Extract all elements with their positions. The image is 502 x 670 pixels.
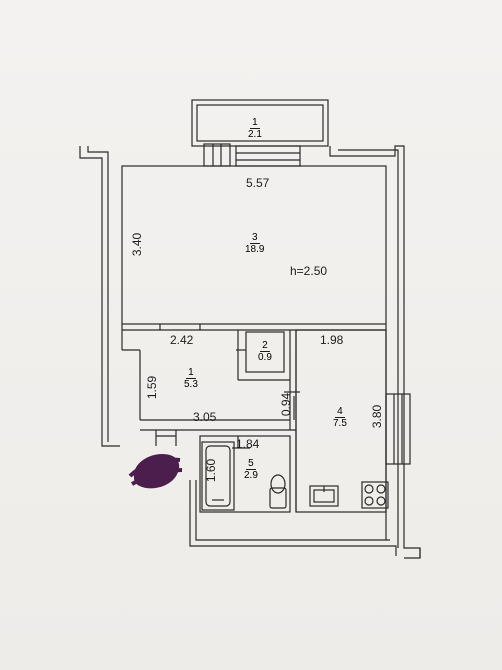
room-area: 2.9	[244, 470, 258, 481]
main-room-outline	[121, 165, 387, 325]
closet-outline	[245, 331, 285, 373]
room-area: 18.9	[245, 244, 265, 255]
bathtub-icon	[201, 441, 235, 511]
room-label-balcony: 1 2.1	[248, 117, 262, 140]
dim-bath-width: 1.84	[236, 437, 260, 451]
dim-hall-width: 2.42	[170, 333, 194, 347]
scribble-mark	[128, 454, 183, 489]
room-area: 0.9	[258, 352, 272, 363]
room-number: 1	[186, 367, 196, 379]
room-number: 1	[250, 117, 260, 129]
dim-main-height: 3.40	[130, 232, 145, 257]
room-area: 7.5	[333, 418, 347, 429]
dim-kitchen-height: 3.80	[370, 404, 385, 429]
stove-icon	[361, 481, 389, 509]
toilet-icon	[269, 474, 287, 509]
door-marks	[155, 391, 300, 449]
room-number: 5	[246, 458, 256, 470]
room-label-closet: 2 0.9	[258, 340, 272, 363]
room-number: 4	[335, 406, 345, 418]
kitchen-window	[385, 393, 411, 465]
room-label-kitchen: 4 7.5	[333, 406, 347, 429]
room-label-main-room: 3 18.9	[245, 232, 264, 255]
outer-walls	[79, 145, 421, 559]
room-number: 2	[260, 340, 270, 352]
room-label-hall: 1 5.3	[184, 367, 198, 390]
dim-bath-height: 1.60	[204, 458, 219, 483]
sink-icon	[309, 485, 339, 507]
balcony-door	[203, 143, 301, 167]
dim-main-width: 5.57	[246, 176, 270, 190]
room-area: 2.1	[248, 129, 262, 140]
room-label-bathroom: 5 2.9	[244, 458, 258, 481]
dim-closet-wall: 0.94	[279, 392, 294, 417]
interior-walls	[121, 324, 387, 540]
bathroom-outline	[199, 435, 291, 513]
dim-hall-height: 1.59	[145, 375, 160, 400]
room-number: 3	[249, 232, 260, 244]
room-area: 5.3	[184, 379, 198, 390]
dim-kitchen-width: 1.98	[320, 333, 344, 347]
dim-hall-lower-width: 3.05	[193, 410, 217, 424]
ceiling-height: h=2.50	[290, 264, 328, 278]
